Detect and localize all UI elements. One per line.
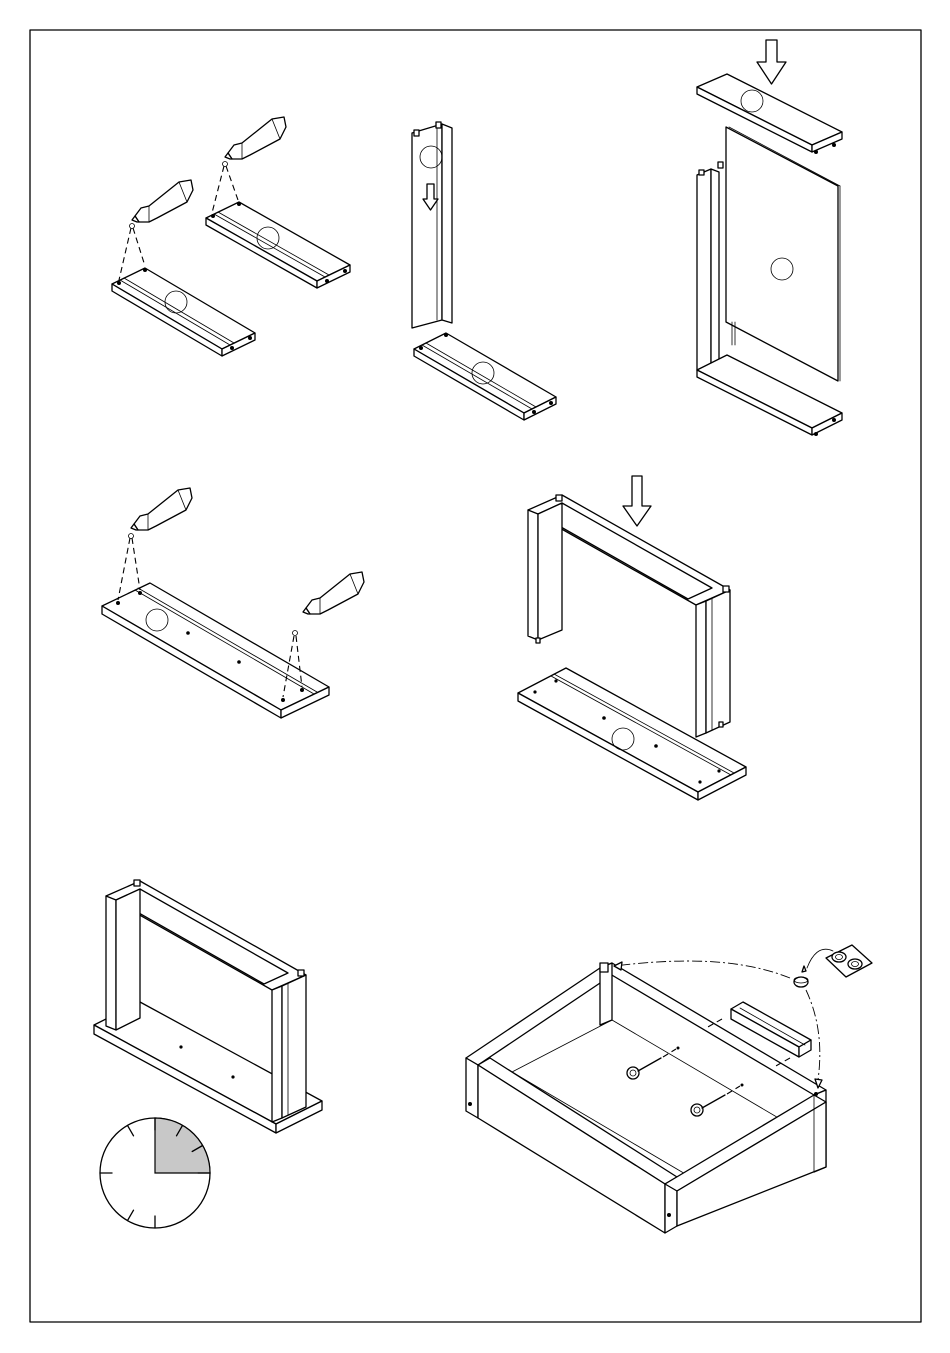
back-panel xyxy=(726,127,840,381)
down-arrow-icon xyxy=(623,476,651,526)
side-panel-upper xyxy=(206,202,350,288)
glue-dash-line xyxy=(212,166,224,213)
step-let-glue-dry xyxy=(94,880,322,1228)
step-lower-frame-onto-base xyxy=(518,476,746,800)
glue-tube-icon xyxy=(303,572,364,614)
step-slide-side-panel xyxy=(412,122,556,420)
glue-dash-line xyxy=(119,228,131,280)
down-arrow-icon xyxy=(757,40,786,84)
cap-sticker-icon xyxy=(794,945,872,987)
glue-tube-icon xyxy=(131,488,192,530)
glue-dash-line xyxy=(133,228,145,266)
glue-dash-line xyxy=(226,166,238,200)
screw-icon xyxy=(691,1084,744,1117)
placement-guide-line xyxy=(806,990,820,1080)
step-glue-bottom-panel xyxy=(102,488,364,718)
side-panel-lower xyxy=(112,268,255,356)
glue-dash-line xyxy=(132,538,140,590)
side-frame xyxy=(697,162,723,370)
vertical-panel xyxy=(412,122,452,328)
placement-guide-line xyxy=(614,961,790,978)
step-attach-drawer-parts xyxy=(466,945,872,1233)
step-glue-side-panels xyxy=(112,117,350,356)
glue-dash-line xyxy=(118,538,130,600)
step-insert-back-panel xyxy=(697,40,842,436)
side-panel-base xyxy=(414,333,556,420)
clock-icon xyxy=(100,1118,210,1228)
assembled-frame xyxy=(94,880,322,1133)
top-panel xyxy=(697,74,842,154)
screw-icon xyxy=(627,1047,680,1080)
glue-tube-icon xyxy=(132,180,193,222)
glue-tube-icon xyxy=(225,117,286,159)
bottom-panel xyxy=(102,583,329,718)
drawer-box xyxy=(466,963,826,1233)
